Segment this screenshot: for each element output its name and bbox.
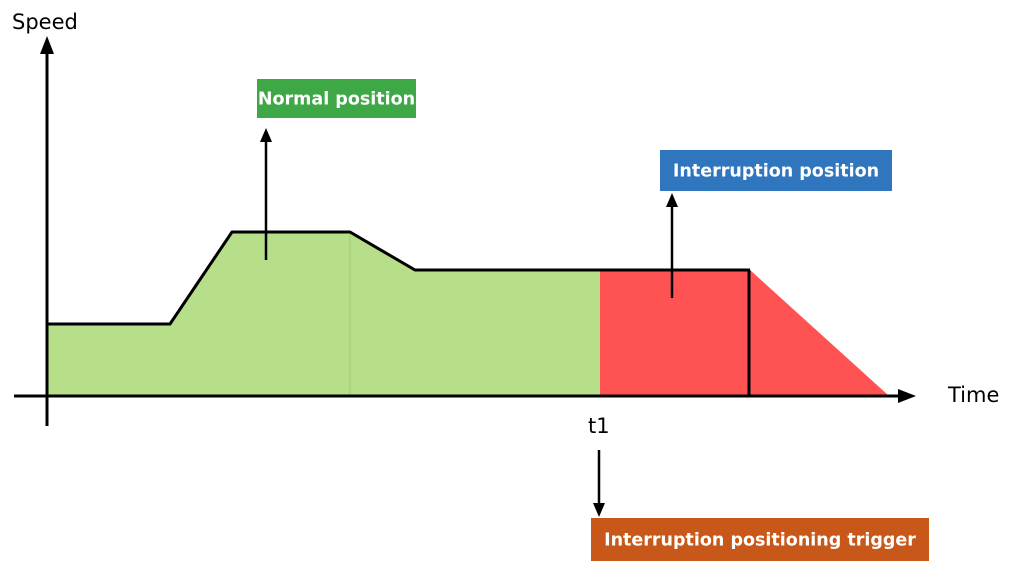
normal-position-label: Normal position [257,79,416,118]
interruption-position-label: Interruption position [660,150,892,191]
trigger-label: Interruption positioning trigger [591,518,929,561]
normal-position-area [48,232,600,395]
y-axis-arrowhead [40,36,54,54]
x-axis-label: Time [947,383,999,407]
speed-profile-line [48,230,750,326]
interruption-position-label-bg [660,150,892,191]
y-axis-label: Speed [12,10,78,34]
interruption-position-arrowhead [666,193,678,207]
t1-label: t1 [588,414,610,438]
trigger-label-bg [591,518,929,561]
normal-position-label-bg [257,79,416,118]
normal-position-label-text: Normal position [258,90,415,110]
x-axis-arrowhead [898,389,916,403]
interruption-position-area [600,270,888,395]
trigger-label-text: Interruption positioning trigger [604,531,916,551]
normal-position-arrowhead [260,128,272,142]
interruption-position-label-text: Interruption position [673,162,879,182]
trigger-arrowhead [593,503,605,517]
